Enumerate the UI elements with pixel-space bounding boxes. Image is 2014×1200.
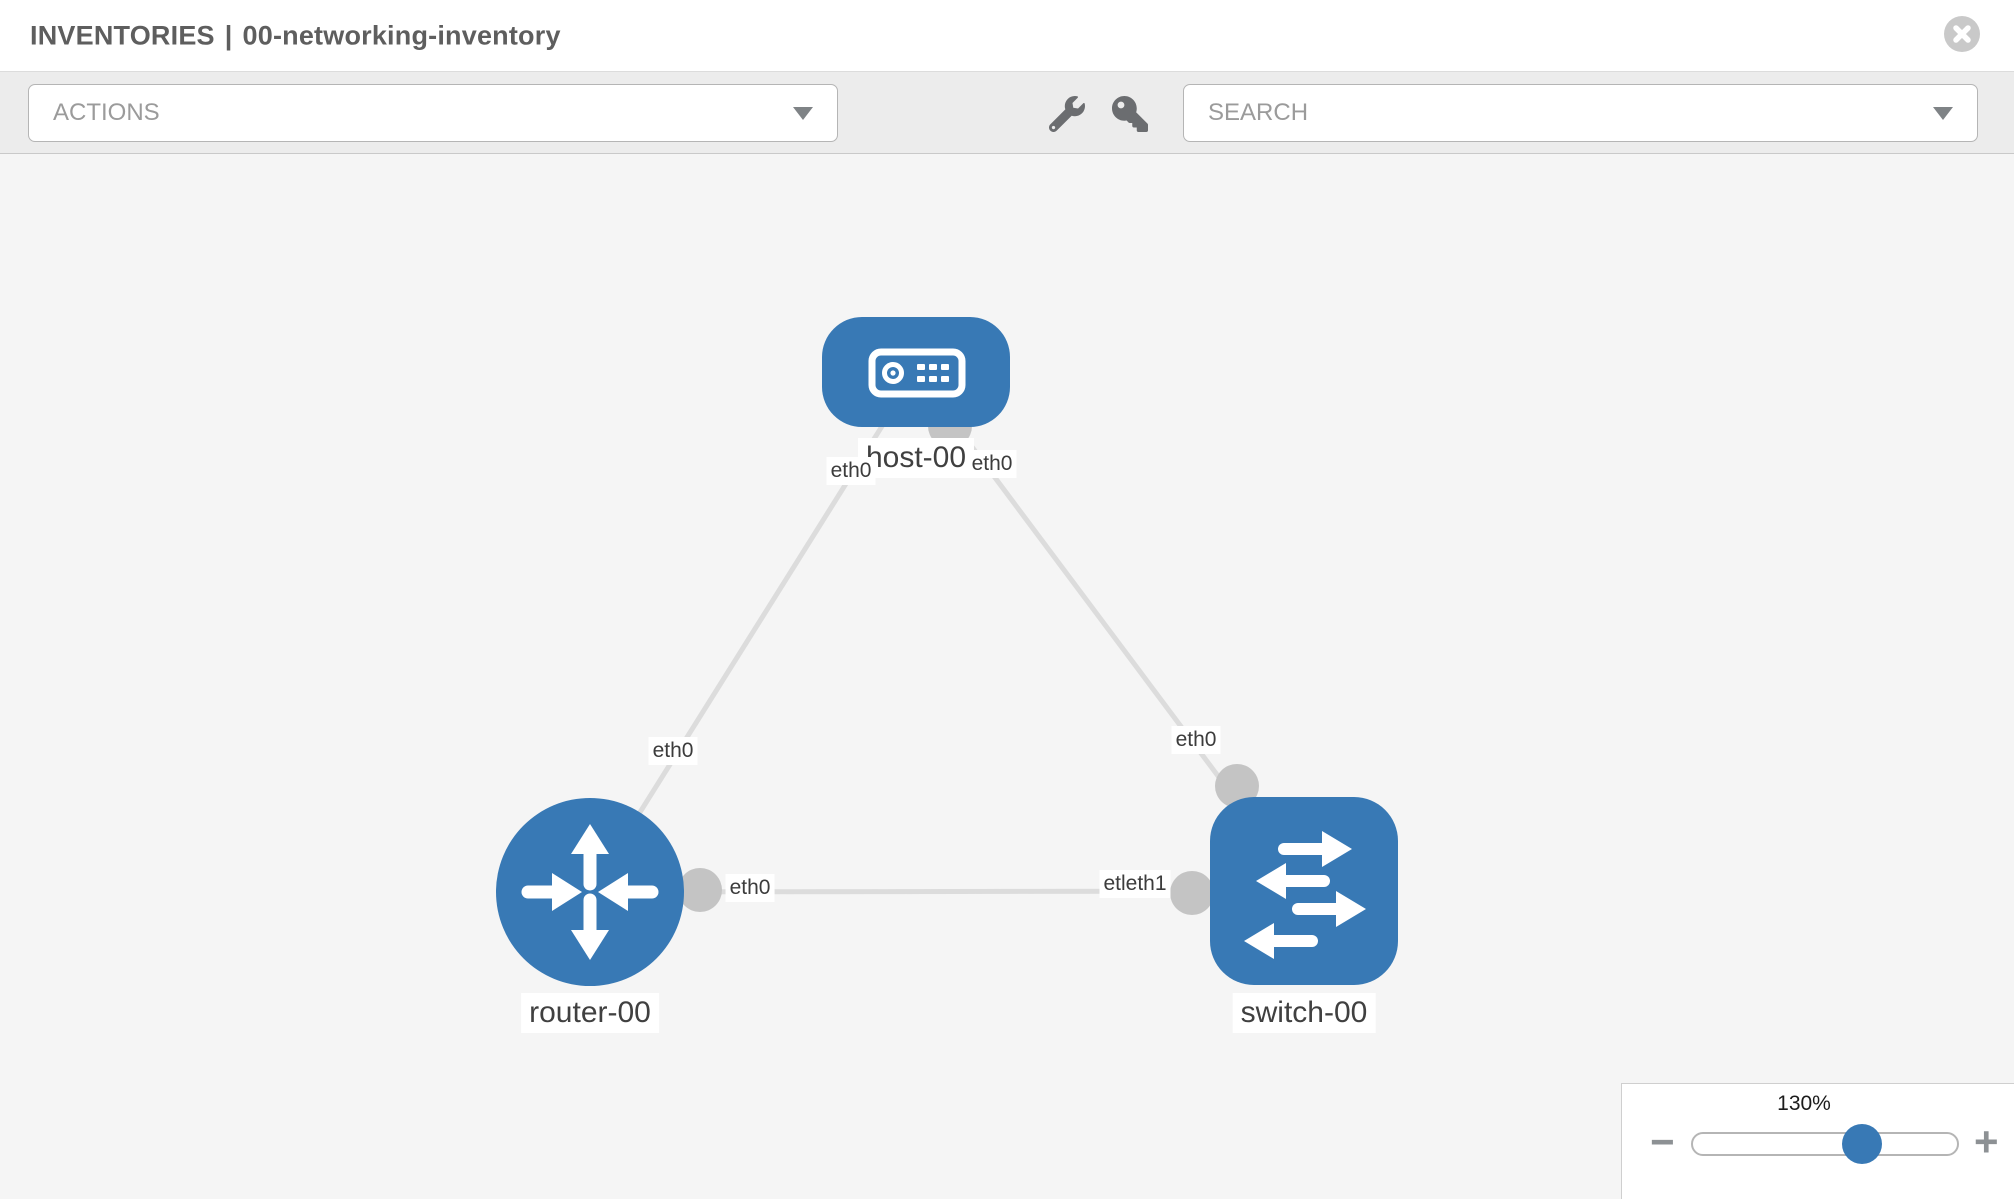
port-label-router-to-host: eth0 (648, 737, 698, 765)
key-icon[interactable] (1112, 96, 1148, 132)
node-label-switch: switch-00 (1232, 993, 1376, 1033)
header-bar: INVENTORIES | 00-networking-inventory (0, 0, 2014, 72)
port-stub (678, 868, 722, 912)
node-switch-00[interactable] (1210, 797, 1398, 985)
port-stub (1170, 871, 1214, 915)
node-router-00[interactable] (496, 798, 684, 986)
close-icon (1953, 25, 1971, 43)
host-device-icon (868, 348, 966, 398)
toolbar: ACTIONS SEARCH (0, 72, 2014, 154)
router-arrows-icon (521, 824, 659, 960)
port-label-switch-to-host: eth0 (1171, 726, 1221, 754)
node-label-router: router-00 (521, 993, 659, 1033)
zoom-slider-handle[interactable] (1841, 1124, 1882, 1164)
zoom-out-button[interactable]: − (1650, 1118, 1675, 1165)
wrench-icon[interactable] (1049, 96, 1085, 132)
title-separator: | (224, 20, 233, 50)
node-host-00[interactable] (822, 317, 1010, 427)
port-label-host-to-router: eth0 (826, 457, 876, 485)
inventory-name: 00-networking-inventory (242, 20, 561, 50)
topology-links (587, 370, 1307, 915)
node-label-host: host-00 (857, 438, 975, 478)
chevron-down-icon (793, 106, 813, 120)
breadcrumb-section: INVENTORIES (30, 20, 215, 50)
port-label-host-to-switch: eth0 (967, 450, 1017, 478)
switch-arrows-icon (1244, 831, 1366, 959)
chevron-down-icon (1933, 106, 1953, 120)
zoom-panel: 130% − + (1621, 1083, 2014, 1199)
search-dropdown[interactable]: SEARCH (1183, 84, 1978, 142)
topology-canvas[interactable]: host-00 router-00 switch-00 eth0 eth0 et… (0, 154, 2014, 1199)
zoom-slider-track[interactable] (1691, 1124, 1959, 1164)
port-label-router-to-switch: eth0 (725, 874, 775, 902)
search-placeholder: SEARCH (1208, 99, 1309, 126)
actions-dropdown-label: ACTIONS (53, 99, 160, 126)
page-title: INVENTORIES | 00-networking-inventory (30, 20, 561, 51)
close-button[interactable] (1944, 16, 1980, 52)
zoom-in-button[interactable]: + (1974, 1118, 1999, 1165)
actions-dropdown[interactable]: ACTIONS (28, 84, 838, 142)
port-label-switch-to-router: etleth1 (1099, 870, 1171, 898)
zoom-level: 130% (1777, 1092, 1831, 1115)
